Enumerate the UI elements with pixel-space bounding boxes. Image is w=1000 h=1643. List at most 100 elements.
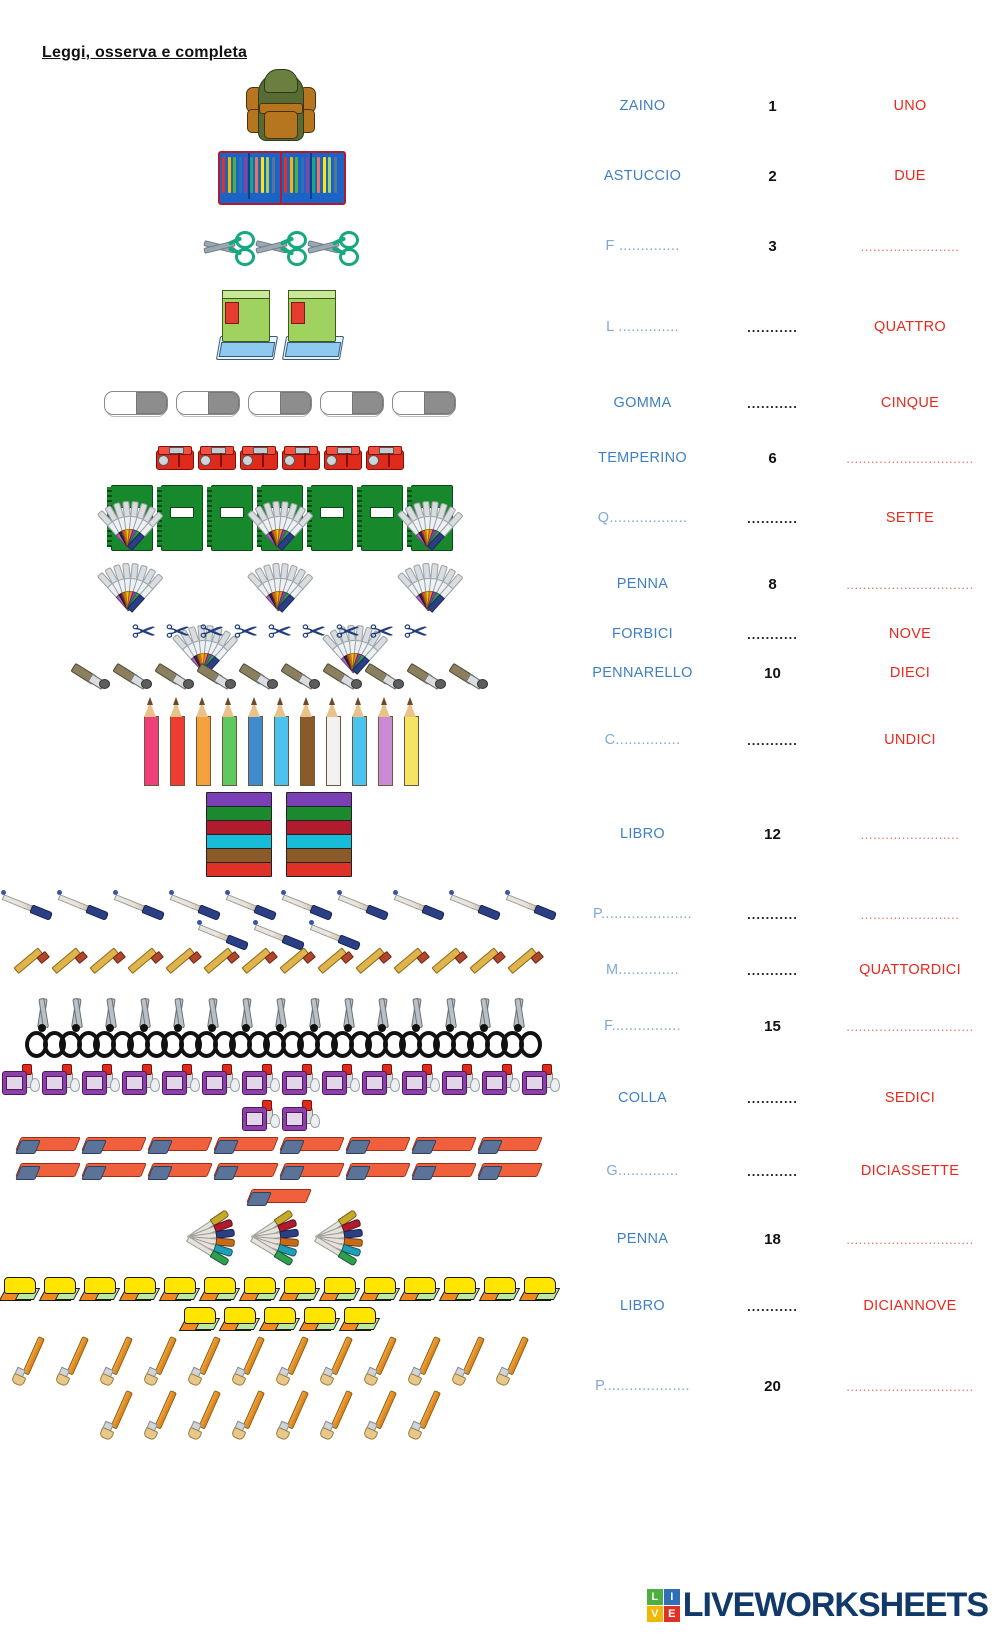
numberword-blank[interactable]: ........................ — [860, 238, 960, 254]
exercise-row: LIBRO...........DICIANNOVE — [0, 1272, 1000, 1340]
answer-group: FORBICI...........NOVE — [560, 614, 1000, 654]
scissors-black-icon — [25, 997, 66, 1058]
word-blank[interactable]: M.............. — [606, 962, 679, 978]
logo-tile-e: E — [663, 1606, 680, 1622]
exercise-row: G.........................DICIASSETTE — [0, 1136, 1000, 1206]
numberword-blank[interactable]: ............................... — [846, 450, 974, 466]
word-blank[interactable]: G.............. — [606, 1163, 679, 1179]
numeral-blank[interactable]: ........... — [747, 962, 798, 978]
word-blank[interactable]: F .............. — [605, 238, 680, 254]
colorpencil-icon — [189, 694, 215, 786]
backpack-icon — [245, 67, 316, 145]
marker-icon — [448, 656, 490, 690]
yellowbook-icon — [318, 1276, 361, 1306]
illustration-group — [0, 992, 560, 1060]
penfan8-icon — [55, 491, 205, 553]
answer-group: LIBRO...........DICIANNOVE — [560, 1272, 1000, 1340]
numeral-blank[interactable]: ........... — [747, 510, 798, 526]
yellowbook-icon — [198, 1276, 241, 1306]
numeral-blank[interactable]: ........... — [747, 732, 798, 748]
eraser-orange-icon — [213, 1132, 280, 1158]
eraser-orange-icon — [213, 1158, 280, 1184]
word-blank[interactable]: P.................... — [595, 1378, 690, 1394]
paintbrush-icon — [142, 1386, 192, 1442]
numberword-blank[interactable]: ............................... — [846, 1378, 974, 1394]
numeral-label: 2 — [768, 167, 777, 185]
illustration-group — [0, 282, 560, 372]
scissors-black-icon — [467, 997, 508, 1058]
notebook-icon — [205, 483, 255, 553]
numberword-blank[interactable]: ............................... — [846, 1018, 974, 1034]
numberword-blank[interactable]: ........................ — [860, 906, 960, 922]
word-label: LIBRO — [619, 826, 665, 842]
scissors-navy-icon: ✂ — [267, 616, 293, 649]
bookstack-icon — [280, 788, 360, 880]
scissors-black-icon — [297, 997, 338, 1058]
penfan8-icon — [55, 553, 205, 615]
notebook-icon — [355, 483, 405, 553]
colorpencil-icon — [267, 694, 293, 786]
numberword-blank[interactable]: ............................... — [846, 576, 974, 592]
bluepen-icon — [336, 884, 392, 921]
numberword-label: CINQUE — [880, 395, 940, 411]
colorpencil-icon — [293, 694, 319, 786]
numeral-blank[interactable]: ........... — [747, 319, 798, 335]
scissors-teal-icon — [306, 227, 359, 266]
logo-tile-i: I — [663, 1589, 680, 1605]
numberword-blank[interactable]: ............................... — [846, 1231, 974, 1247]
numeral-label: 10 — [764, 664, 781, 682]
glue-icon — [240, 1098, 280, 1134]
penfan18-icon — [248, 1206, 312, 1272]
illustration-group: ✂✂✂✂✂✂✂✂✂ — [0, 614, 560, 654]
marker-icon — [154, 656, 196, 690]
page-title: Leggi, osserva e completa — [42, 44, 248, 61]
numeral-blank[interactable]: ........... — [747, 1298, 798, 1314]
numeral-blank[interactable]: ........... — [747, 626, 798, 642]
word-label: PENNA — [616, 1231, 669, 1247]
numeral-blank[interactable]: ........... — [747, 1163, 798, 1179]
notebook-icon — [305, 483, 355, 553]
bluepen-icon — [252, 914, 308, 951]
numeral-blank[interactable]: ........... — [747, 906, 798, 922]
paintbrush-icon — [186, 1332, 236, 1388]
eraser-white-icon — [316, 383, 388, 423]
answer-group: GOMMA...........CINQUE — [560, 372, 1000, 434]
numeral-blank[interactable]: ........... — [747, 1090, 798, 1106]
answer-group: F................ 15.....................… — [560, 992, 1000, 1060]
exercise-row: F ..............3.......................… — [0, 210, 1000, 282]
sharpener-icon — [196, 442, 238, 474]
numeral-blank[interactable]: ........... — [747, 395, 798, 411]
yellowpencil-icon — [241, 947, 280, 987]
word-blank[interactable]: C............... — [604, 732, 681, 748]
numeral-label: 15 — [764, 1017, 781, 1035]
scissors-navy-icon: ✂ — [131, 616, 157, 649]
glue-icon — [320, 1062, 360, 1098]
yellowpencil-icon — [51, 947, 90, 987]
answer-group: M.........................QUATTORDICI — [560, 948, 1000, 992]
word-blank[interactable]: F................ — [604, 1018, 681, 1034]
numeral-label: 8 — [768, 575, 777, 593]
marker-icon — [280, 656, 322, 690]
paintbrush-icon — [362, 1386, 412, 1442]
word-blank[interactable]: L .............. — [606, 319, 679, 335]
numberword-blank[interactable]: ........................ — [860, 826, 960, 842]
footer: L I V E LIVEWORKSHEETS — [0, 1586, 1000, 1625]
word-blank[interactable]: Q.................. — [597, 510, 688, 526]
bluepen-icon — [56, 884, 112, 921]
word-blank[interactable]: P..................... — [592, 906, 692, 922]
yellowbook-icon — [78, 1276, 121, 1306]
yellowbook-icon — [178, 1306, 221, 1336]
exercise-row: C..........................UNDICI — [0, 692, 1000, 788]
penfan18-icon — [184, 1206, 248, 1272]
yellowbook-icon — [398, 1276, 441, 1306]
exercise-row: F................ 15.....................… — [0, 992, 1000, 1060]
scissors-black-icon — [161, 997, 202, 1058]
scissors-teal-icon — [202, 227, 255, 266]
